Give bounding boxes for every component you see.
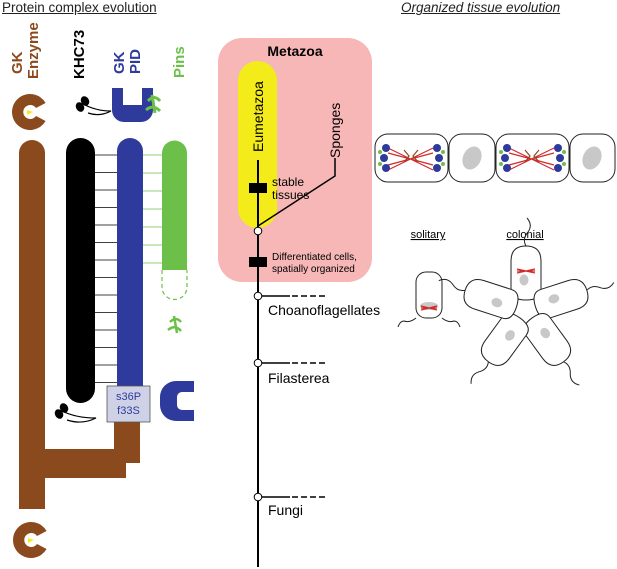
gk-pid-label-line2: PID [127,49,144,74]
gk-pid-side-icon [160,381,194,421]
protein-evolution-heading: Protein complex evolution [2,0,157,15]
node-metazoa [253,226,263,236]
khc73-motor-icon-top [75,96,112,116]
metazoa-label: Metazoa [267,43,322,59]
filasterea-label: Filasterea [268,370,330,386]
solitary-cell [397,271,461,328]
differentiated-label-line1: Differentiated cells, [272,252,357,263]
khc73-gkpid-connectors [95,154,117,383]
epithelium-cell-1 [374,133,449,183]
differentiated-marker [249,257,267,267]
colony-cell-top [510,217,542,301]
node-fungi [253,492,263,502]
phylogeny-panel: Metazoa Eumetazoa Sponges stable tissues… [218,38,380,567]
mutation-label-line1: s36P [116,391,141,403]
gk-enzyme-label-line2: Enzyme [25,22,42,79]
gk-enzyme-top-icon [12,94,46,130]
khc73-label: KHC73 [71,30,88,79]
tissue-evolution-heading: Organized tissue evolution [401,0,561,15]
stable-tissues-marker [249,183,267,193]
node-filasterea [253,358,263,368]
node-choanoflagellates [253,291,263,301]
gk-pid-label-line1: GK [111,51,128,74]
colonial-label: colonial [506,229,543,241]
epithelium-cell-3 [495,133,570,183]
khc73-motor-icon-bottom [54,403,97,423]
stable-tissues-label-line1: stable [272,175,304,189]
sponges-branch [257,158,336,227]
eumetazoa-label: Eumetazoa [250,81,266,152]
gk-enzyme-bottom-icon [13,522,47,558]
tissue-panel: solitary colonial [374,133,617,394]
pins-bar [162,140,187,270]
mutation-box [106,385,151,423]
protein-complex-panel: GK Enzyme KHC73 GK PID Pins [9,22,194,558]
colonial-rosette [433,217,617,394]
eumetazoa-box [238,61,277,228]
sponges-label: Sponges [327,103,343,158]
epithelium-cell-4 [569,133,616,183]
differentiated-label-line2: spatially organized [272,264,355,275]
pins-bar-dashed [161,270,188,301]
pins-small-icon-bottom [167,315,182,334]
gk-pid-top-icon [112,88,153,122]
gkpid-pins-connectors [143,154,162,264]
tree-nodes [253,226,263,502]
pins-label: Pins [171,46,188,78]
gk-enzyme-label-line1: GK [9,51,26,74]
solitary-label: solitary [411,229,446,241]
choanoflagellates-label: Choanoflagellates [268,302,380,318]
epithelium-cell-2 [448,133,496,183]
mutation-label-line2: f33S [117,405,140,417]
pins-small-icon-top [145,94,162,114]
fungi-label: Fungi [268,502,303,518]
khc73-bar [66,138,95,403]
stable-tissues-label-line2: tissues [272,188,309,202]
gk-pid-bar [117,138,143,410]
